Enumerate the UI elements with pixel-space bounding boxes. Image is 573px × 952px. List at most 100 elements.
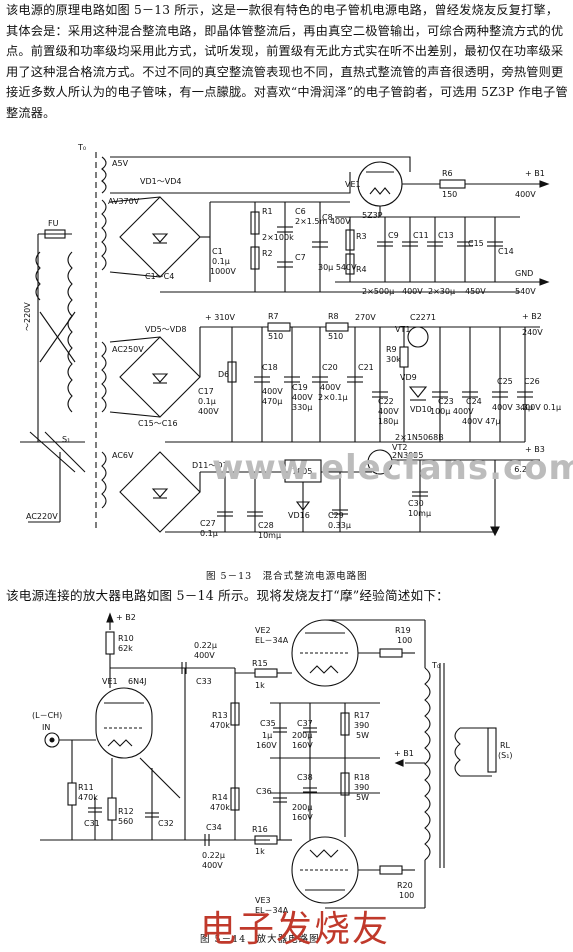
brand-watermark: 电子发烧友 [200,909,391,950]
label-vt2: VT2 [392,443,407,452]
label-vt2-part: 2N3055 [392,451,423,460]
amplifier-schematic: + B2 R10 62k 0.22μ 400V C33 VE2 EL－34A R… [0,608,573,934]
label-t0-out: T₀ [431,661,440,670]
output-tube-ve2 [291,619,359,687]
label-c29-value: 0.33μ [328,521,351,530]
label-c37-voltage: 160V [292,741,313,750]
label-c8: C8 [322,213,333,222]
label-c9: C9 [388,231,399,240]
label-d11: D11～D1 [192,461,228,470]
label-c26: C26 [524,377,540,386]
label-c38-value: 200μ [292,803,312,812]
label-bottom-4: 450V [465,287,486,296]
mains-input [20,229,86,523]
label-c23: C23 [438,397,454,406]
label-c1-value: 0.1μ [212,257,230,266]
label-c33: C33 [196,677,212,686]
label-d6: D6 [218,370,229,379]
label-c15c16: C15～C16 [138,419,178,428]
label-av370: AV370V [108,197,140,206]
label-r7-value: 510 [268,332,283,341]
label-vt1: VT1 [395,325,410,334]
label-c18: C18 [262,363,278,372]
label-c27: C27 [200,519,216,528]
label-c18-value: 470μ [262,397,282,406]
label-c19-value: 330μ [292,403,312,412]
label-r10-value: 62k [118,644,133,653]
label-r17: R17 [354,711,370,720]
label-ac6v: AC6V [112,451,134,460]
label-c20: C20 [322,363,338,372]
label-c33-value: 0.22μ [194,641,217,650]
label-c28: C28 [258,521,274,530]
label-in: IN [42,723,50,732]
label-r8-value: 510 [328,332,343,341]
label-c24-value: 400V 47μ [462,417,501,426]
label-6v2: + 6.2V [505,465,533,474]
label-b2: + B2 [522,312,542,321]
label-270v: 270V [355,313,376,322]
label-c35: C35 [260,719,276,728]
label-r6-value: 150 [442,190,457,199]
label-c15: C15 [468,239,484,248]
label-bottom-1: 2×500μ [362,287,394,296]
label-c22-voltage: 400V [378,407,399,416]
label-c35-voltage: 160V [256,741,277,750]
figure-1-caption: 图 5－13 混合式整流电源电路图 [206,571,368,582]
label-r16: R16 [252,825,268,834]
label-c1: C1 [212,247,223,256]
label-r18-power: 5W [356,793,369,802]
intro-paragraph: 该电源的原理电路如图 5－13 所示，这是一款很有特色的电子管机电源电路，曾经发… [6,3,568,120]
label-r18-value: 390 [354,783,369,792]
label-c14: C14 [498,247,514,256]
label-r14-value: 470k [210,803,230,812]
label-c17: C17 [198,387,214,396]
label-fu: FU [48,219,59,228]
label-b3: + B3 [525,445,545,454]
label-c6-value: 2×1.5m 400V [295,217,351,226]
label-c31: C31 [84,819,100,828]
bridge-rectifier-1 [109,196,201,278]
label-c32: C32 [158,819,174,828]
label-channel: (L－CH) [32,711,62,720]
label-r15-value: 1k [255,681,265,690]
label-vd10: VD10 [410,405,432,414]
label-el34-b: EL－34A [255,906,289,915]
label-c17-value: 0.1μ [198,397,216,406]
label-r13-value: 470k [210,721,230,730]
label-r2-value: 2×100k [262,233,294,242]
label-diodes: 2×1N5068B [395,433,444,442]
label-ve1: VE1 [102,677,118,686]
label-rl: RL [500,741,511,750]
label-r6: R6 [442,169,453,178]
label-ve3: VE3 [255,896,271,905]
label-r11-value: 470k [78,793,98,802]
label-b1: + B1 [525,169,545,178]
label-c34-voltage: 400V [202,861,223,870]
label-r14: R14 [212,793,228,802]
label-rl-note: (S₁) [498,751,513,760]
label-r9: R9 [386,345,397,354]
label-el34-a: EL－34A [255,636,289,645]
label-c24: C24 [466,397,482,406]
input-tube-6n4j [95,687,153,759]
label-540v: 540V [515,287,536,296]
label-c36: C36 [256,787,272,796]
label-r12: R12 [118,807,134,816]
label-c34: C34 [206,823,222,832]
label-r8: R8 [328,312,339,321]
label-ve1: VE1 [345,180,361,189]
label-r3: R3 [356,232,367,241]
label-r16-value: 1k [255,847,265,856]
label-s1: S₁ [62,435,70,444]
label-c38: C38 [297,773,313,782]
label-c8-value: 30μ 540V [318,263,357,272]
label-c7: C7 [295,253,306,262]
label-c34-value: 0.22μ [202,851,225,860]
label-c2271: C2271 [410,313,436,322]
label-b2: + B2 [116,613,136,622]
label-6n4j: 6N4J [128,677,147,686]
label-r1: R1 [262,207,273,216]
label-c28-value: 10mμ [258,531,281,540]
label-vd16: VD16 [288,511,310,520]
